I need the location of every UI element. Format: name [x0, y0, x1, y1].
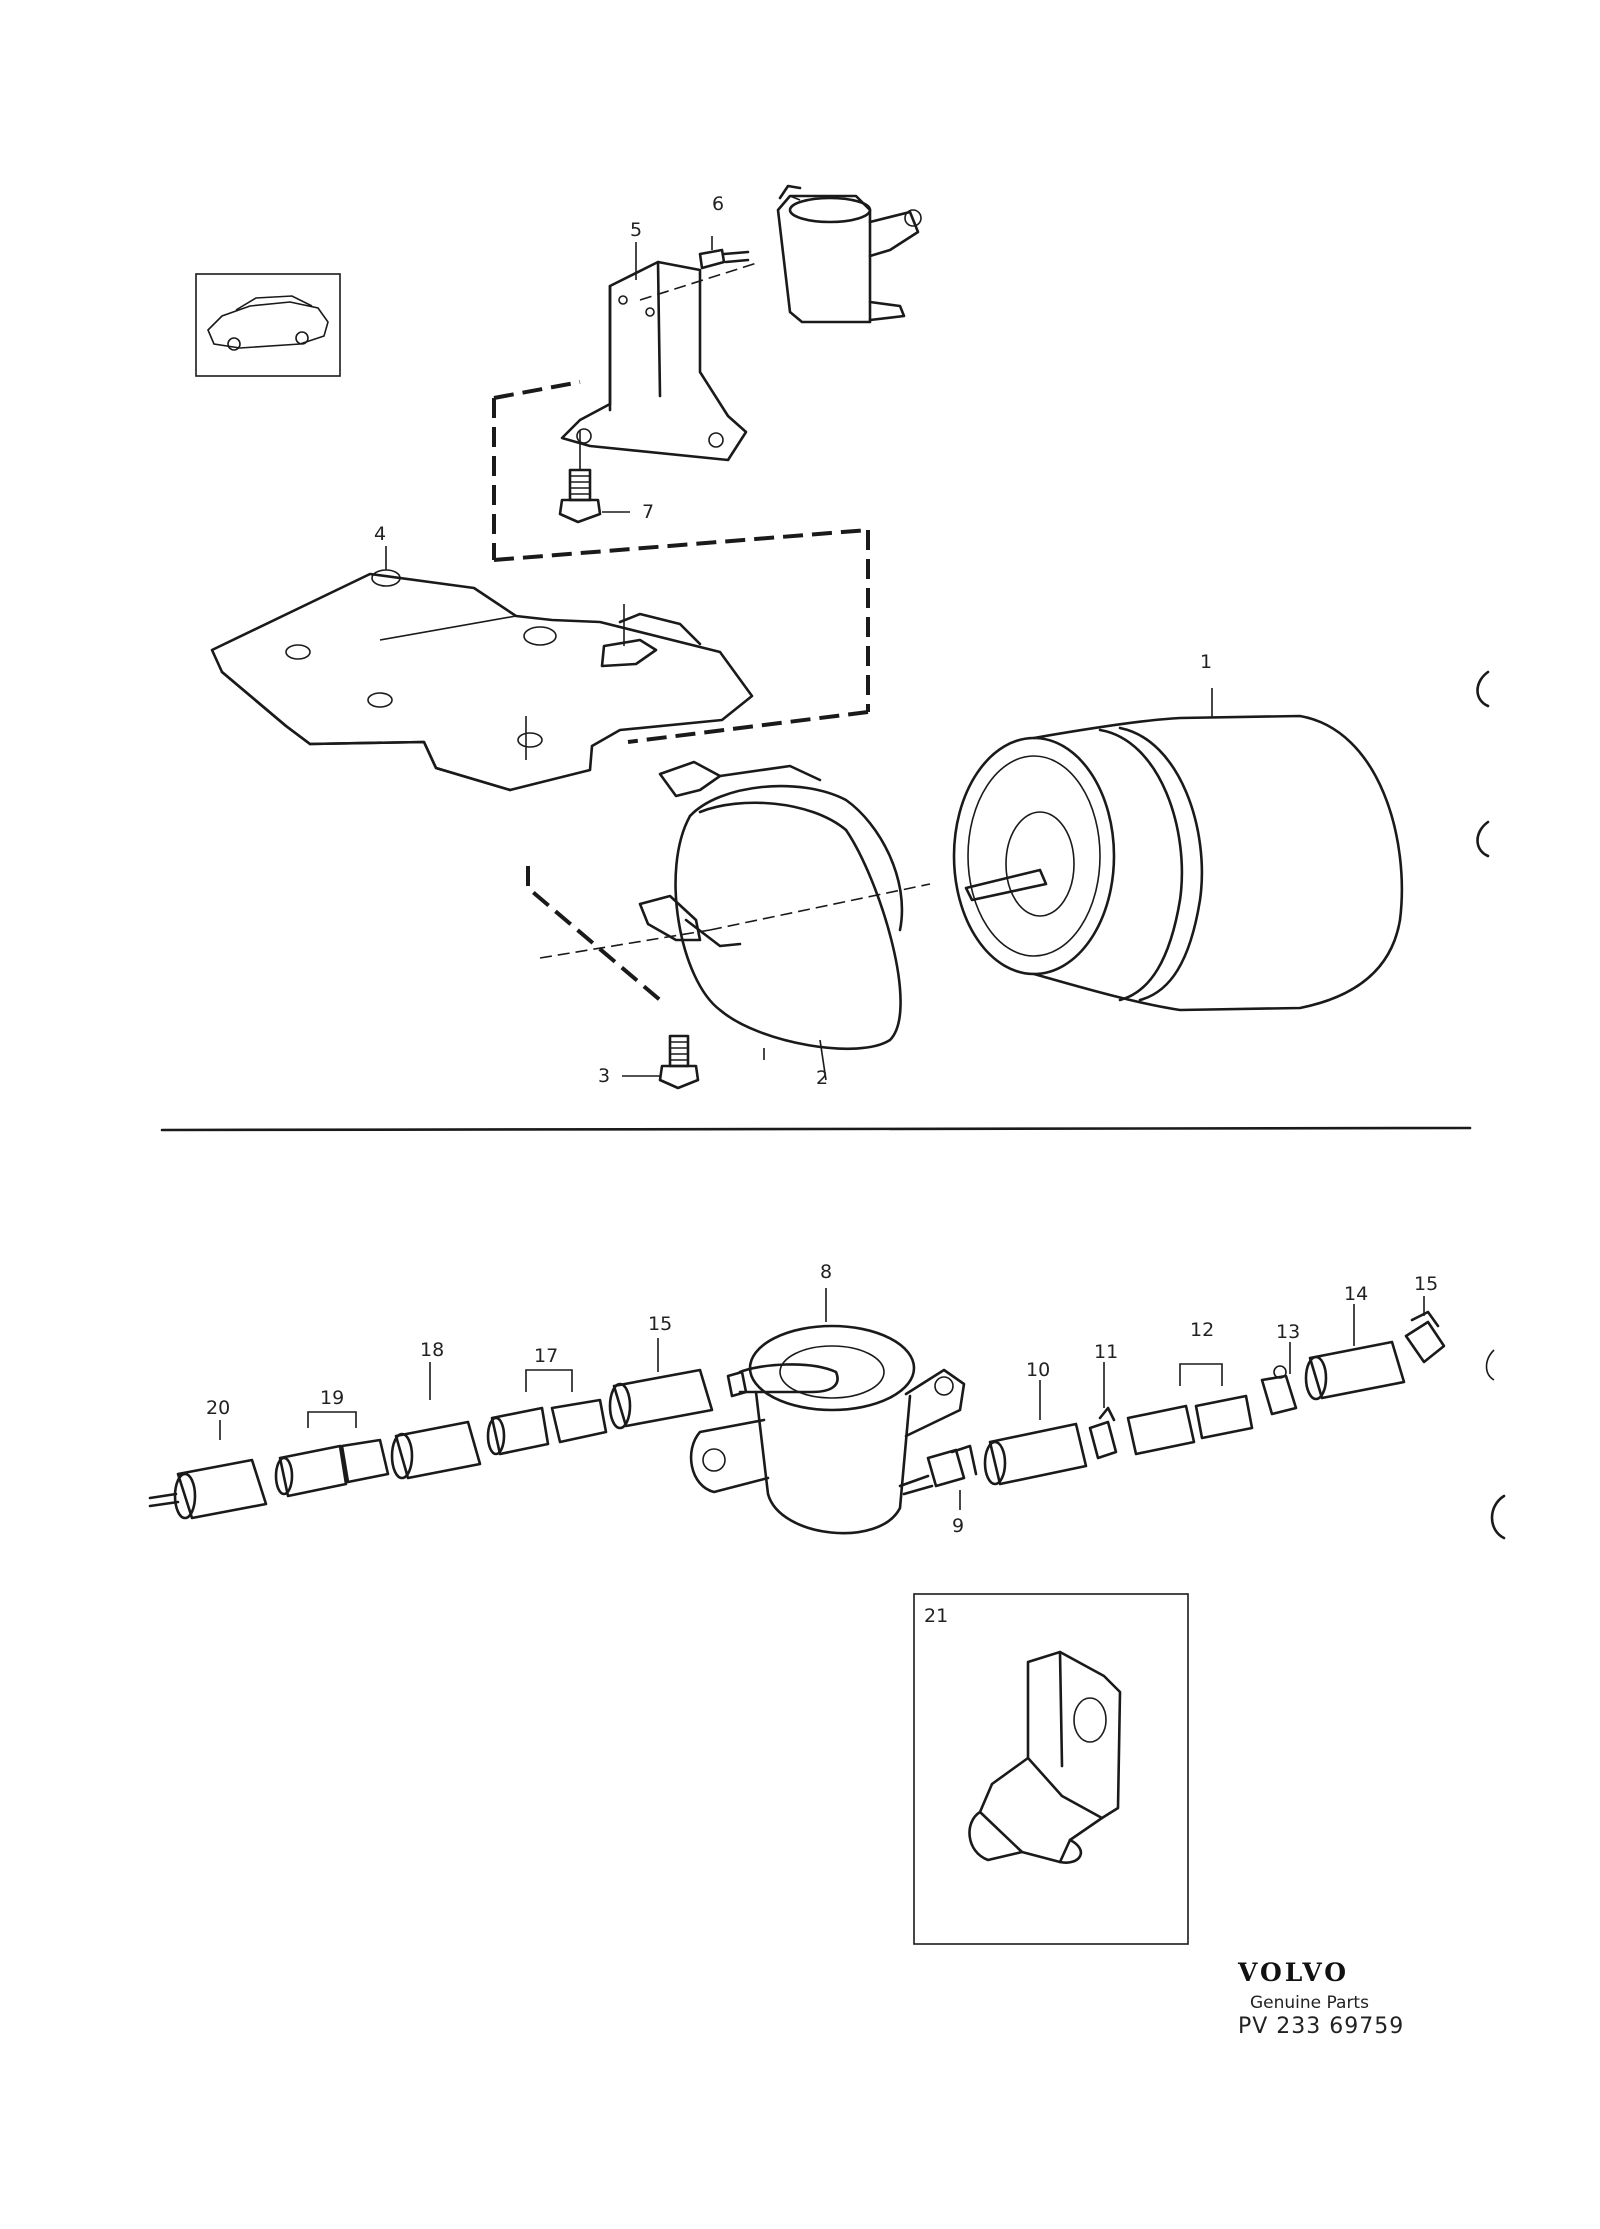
clamp-9 [898, 1444, 978, 1496]
callout-5: 5 [630, 219, 642, 241]
upper-pump-canister [776, 184, 922, 324]
clamp-13 [1260, 1365, 1298, 1416]
binder-hole-marks [1476, 670, 1506, 1540]
hose-16 [608, 1368, 714, 1430]
screw-6 [698, 236, 750, 270]
pump-8 [689, 1288, 966, 1535]
callout-12: 12 [1190, 1319, 1214, 1341]
callout-9: 9 [952, 1515, 964, 1537]
callout-13: 13 [1276, 1321, 1300, 1343]
callout-3: 3 [598, 1065, 610, 1087]
bolt-3 [622, 1034, 700, 1090]
leader-lines-upper [385, 242, 827, 1081]
bracket-5 [560, 260, 761, 462]
callout-15-left: 15 [648, 1313, 672, 1335]
callout-15-right: 15 [1414, 1273, 1438, 1295]
clamp-15 [1404, 1310, 1446, 1364]
hose-20 [148, 1458, 268, 1520]
bolt-7 [558, 430, 630, 524]
clamp-11 [1088, 1406, 1118, 1460]
callout-brackets [219, 1296, 1425, 1510]
assembly-line-mid [493, 528, 869, 562]
hose-14 [1304, 1340, 1406, 1401]
section-divider [160, 1126, 1472, 1132]
assembly-line-upper [493, 380, 581, 400]
clamp-band-2 [539, 760, 931, 1060]
callout-17: 17 [534, 1345, 558, 1367]
callout-2: 2 [816, 1067, 828, 1089]
callout-11: 11 [1094, 1341, 1118, 1363]
assembly-line-bottom [627, 710, 869, 744]
callout-10: 10 [1026, 1359, 1050, 1381]
callout-20: 20 [206, 1397, 230, 1419]
callout-8: 8 [820, 1261, 832, 1283]
callout-7: 7 [642, 501, 654, 523]
callout-18: 18 [420, 1339, 444, 1361]
callout-14: 14 [1344, 1283, 1368, 1305]
vehicle-thumbnail [195, 273, 341, 377]
diagram-code: PV 233 69759 [1238, 2014, 1405, 2039]
fuel-filter-1 [952, 688, 1404, 1012]
callout-4: 4 [374, 523, 386, 545]
brand-logo: VOLVO [1238, 1958, 1350, 1987]
callout-19: 19 [320, 1387, 344, 1409]
brand-subtitle: Genuine Parts [1250, 1993, 1369, 2013]
callout-21: 21 [924, 1605, 948, 1627]
hose-10 [983, 1422, 1088, 1486]
callout-1: 1 [1200, 651, 1212, 673]
hose-17 [486, 1398, 608, 1456]
assembly-line-clamp [526, 866, 662, 1002]
mounting-plate-4 [210, 569, 754, 792]
detail-box-21 [913, 1593, 1189, 1945]
callout-6: 6 [712, 193, 724, 215]
hose-19 [274, 1438, 390, 1498]
hose-12 [1126, 1394, 1254, 1456]
hose-18 [390, 1420, 482, 1480]
